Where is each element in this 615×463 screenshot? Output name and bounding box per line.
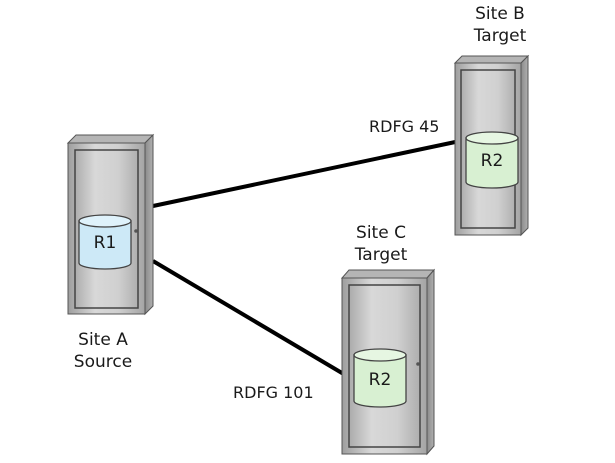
link-a-c-label: RDFG 101: [233, 383, 314, 402]
site-b-label: Site B Target: [465, 3, 535, 47]
site-a-role: Source: [73, 352, 133, 372]
link-a-c-line: [151, 259, 349, 378]
site-a-label: Site A Source: [68, 329, 138, 373]
site-c-label: Site C Target: [346, 222, 416, 266]
site-b-role: Target: [473, 26, 527, 46]
site-b-name: Site B: [475, 4, 525, 24]
site-a-name: Site A: [78, 330, 128, 350]
r2-volume-icon-site-c: R2: [353, 348, 407, 408]
link-a-b-line: [152, 139, 461, 208]
site-c-role: Target: [354, 245, 408, 265]
link-a-b-label: RDFG 45: [369, 117, 440, 136]
r2-volume-label-site-c: R2: [369, 370, 392, 390]
r1-volume-icon: R1: [78, 214, 132, 270]
r1-volume-label: R1: [94, 233, 117, 253]
r2-volume-label-site-b: R2: [481, 151, 504, 171]
site-c-name: Site C: [356, 223, 406, 243]
r2-volume-icon-site-b: R2: [465, 131, 519, 189]
